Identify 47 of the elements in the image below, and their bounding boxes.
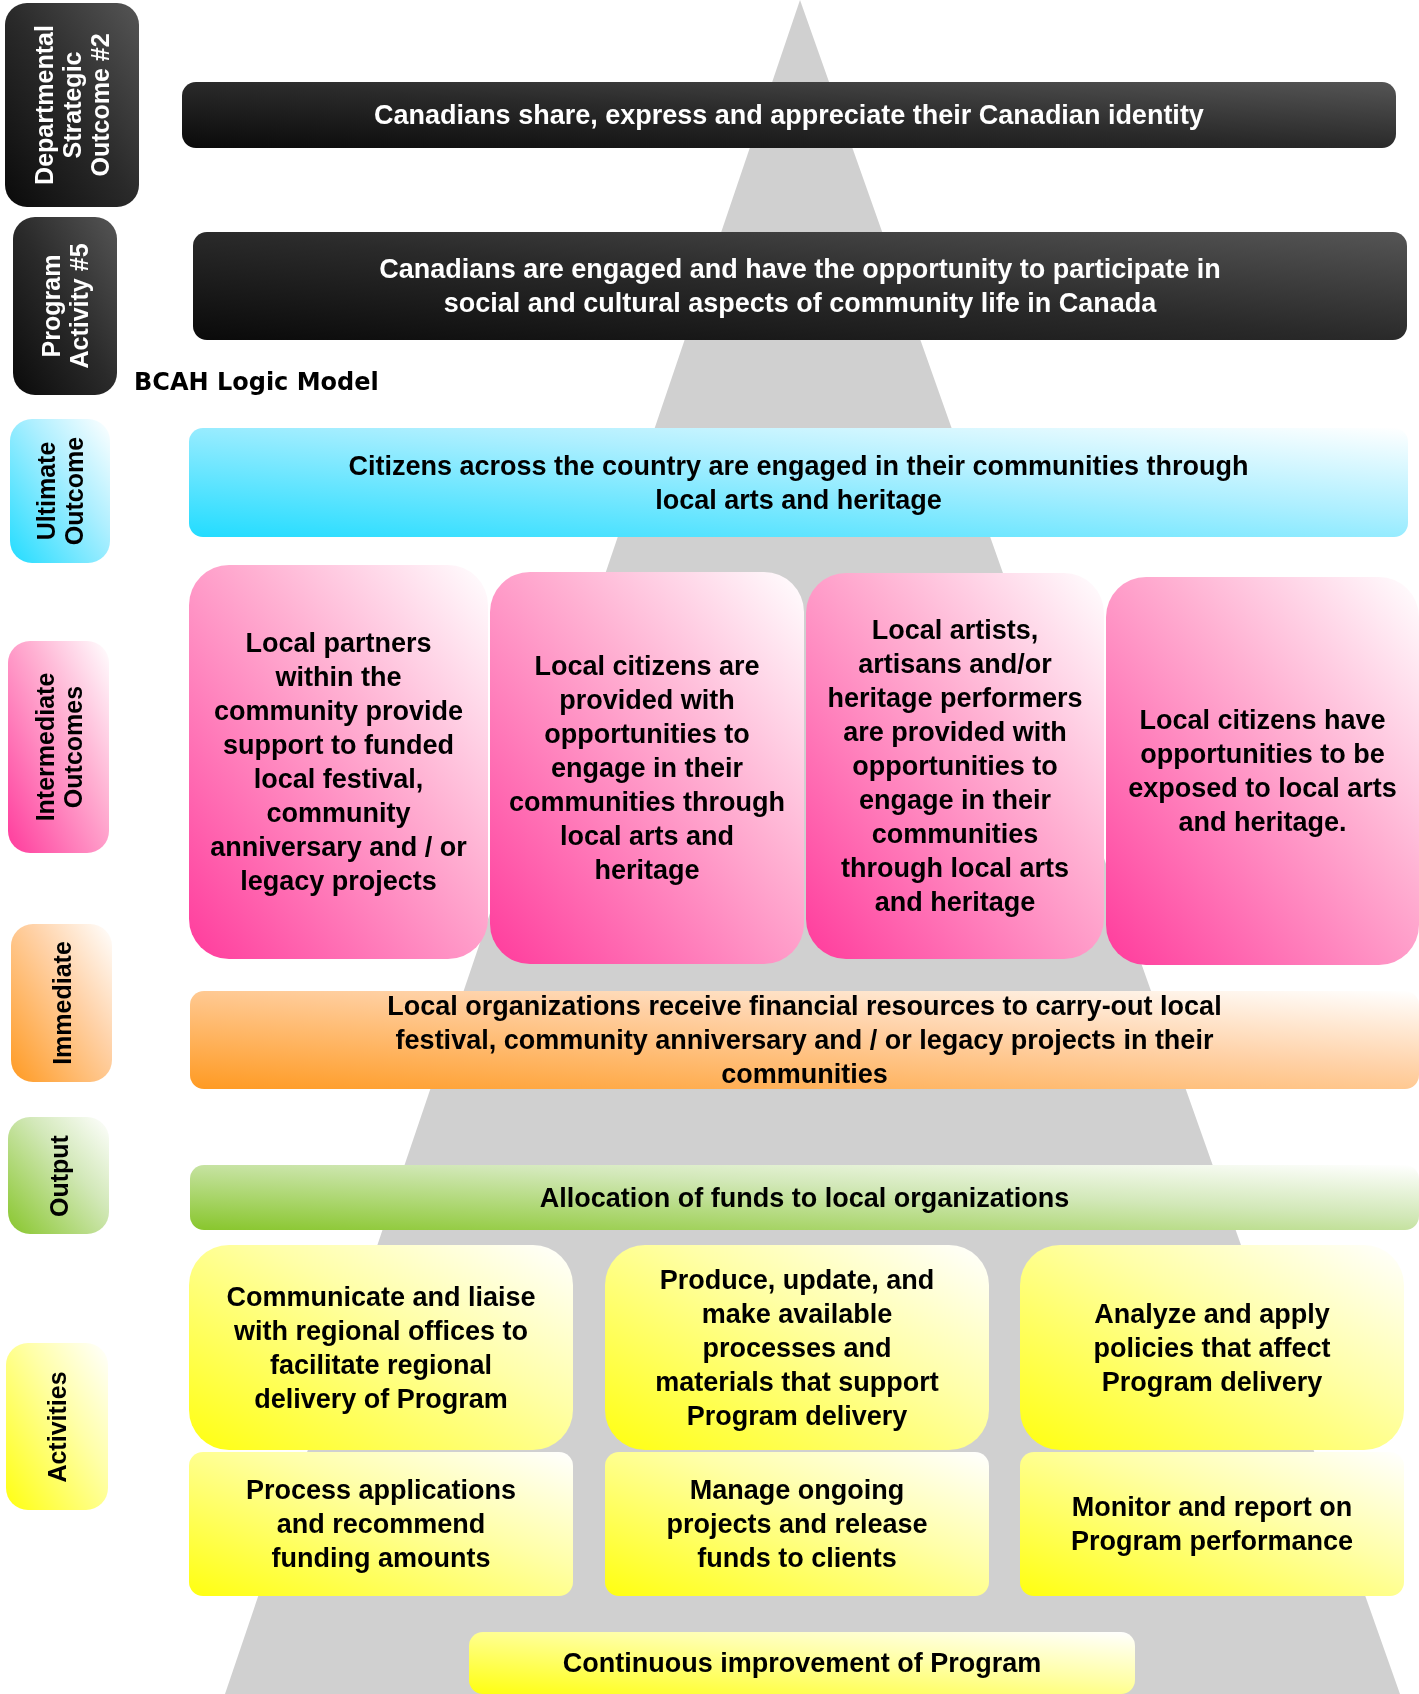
outcome-text: Local citizens have opportunities to be exposed to local arts and heritage. (1127, 704, 1398, 839)
outcome-text: Manage ongoing projects and release funds to clients (665, 1474, 929, 1575)
level-label: Intermediate Outcomes (30, 671, 87, 824)
outcome-text: Local partners within the community provide support to funded local festival, community anniversary and / or legacy projects (209, 627, 468, 898)
outcome-text: Analyze and apply policies that affect Program delivery (1092, 1297, 1332, 1399)
level-tab (5, 3, 139, 207)
level-label: Program Activity #5 (37, 242, 93, 371)
level-tab (10, 419, 110, 563)
outcome-box (189, 428, 1408, 537)
outcome-box (190, 1165, 1419, 1230)
level-tab (11, 924, 112, 1082)
outcome-box (189, 565, 488, 959)
level-label: Activities (43, 1369, 71, 1485)
outcome-box (182, 82, 1396, 148)
outcome-box (605, 1245, 989, 1450)
outcome-box (189, 1452, 573, 1596)
outcome-box (605, 1452, 989, 1596)
outcome-text: Communicate and liaise with regional offices to facilitate regional delivery of Program (225, 1280, 537, 1416)
outcome-text: Local organizations receive financial resources to carry-out local festival, community anniversary and / or legacy projects in their communities (386, 990, 1223, 1091)
outcome-text: Local citizens are provided with opportunities to engage in their communities through local arts and heritage (508, 650, 786, 887)
level-label: Ultimate Outcome (32, 435, 88, 548)
outcome-text: Produce, update, and make available processes and materials that support Program delivery (654, 1263, 940, 1433)
diagram-heading: BCAH Logic Model (134, 368, 379, 396)
outcome-text: Canadians share, express and appreciate their Canadian identity (374, 99, 1204, 132)
outcome-box (190, 991, 1419, 1089)
level-tab (8, 641, 109, 853)
level-tab (6, 1343, 108, 1510)
outcome-box (1020, 1245, 1404, 1450)
outcome-box (193, 232, 1407, 340)
outcome-box (490, 572, 804, 964)
level-label: Departmental Strategic Outcome #2 (30, 24, 114, 187)
outcome-text: Allocation of funds to local organizations (539, 1181, 1070, 1215)
outcome-box (1106, 577, 1419, 965)
outcome-box (469, 1632, 1135, 1694)
level-label: Immediate (47, 940, 76, 1067)
outcome-text: Monitor and report on Program performance (1069, 1491, 1355, 1558)
outcome-box (1020, 1452, 1404, 1596)
outcome-text: Local artists, artisans and/or heritage performers are provided with opportunities to engage in their communities through local arts and heritage (826, 614, 1084, 919)
outcome-text: Process applications and recommend funding amounts (244, 1474, 518, 1575)
outcome-box (189, 1245, 573, 1450)
outcome-text: Continuous improvement of Program (562, 1647, 1042, 1680)
level-label: Output (44, 1133, 73, 1219)
outcome-text: Citizens across the country are engaged in their communities through local arts and heritage (347, 449, 1250, 517)
level-tab (13, 217, 117, 395)
outcome-text: Canadians are engaged and have the opportunity to participate in social and cultural aspects of community life in Canada (378, 253, 1222, 320)
outcome-box (806, 573, 1104, 959)
level-tab (8, 1117, 109, 1234)
